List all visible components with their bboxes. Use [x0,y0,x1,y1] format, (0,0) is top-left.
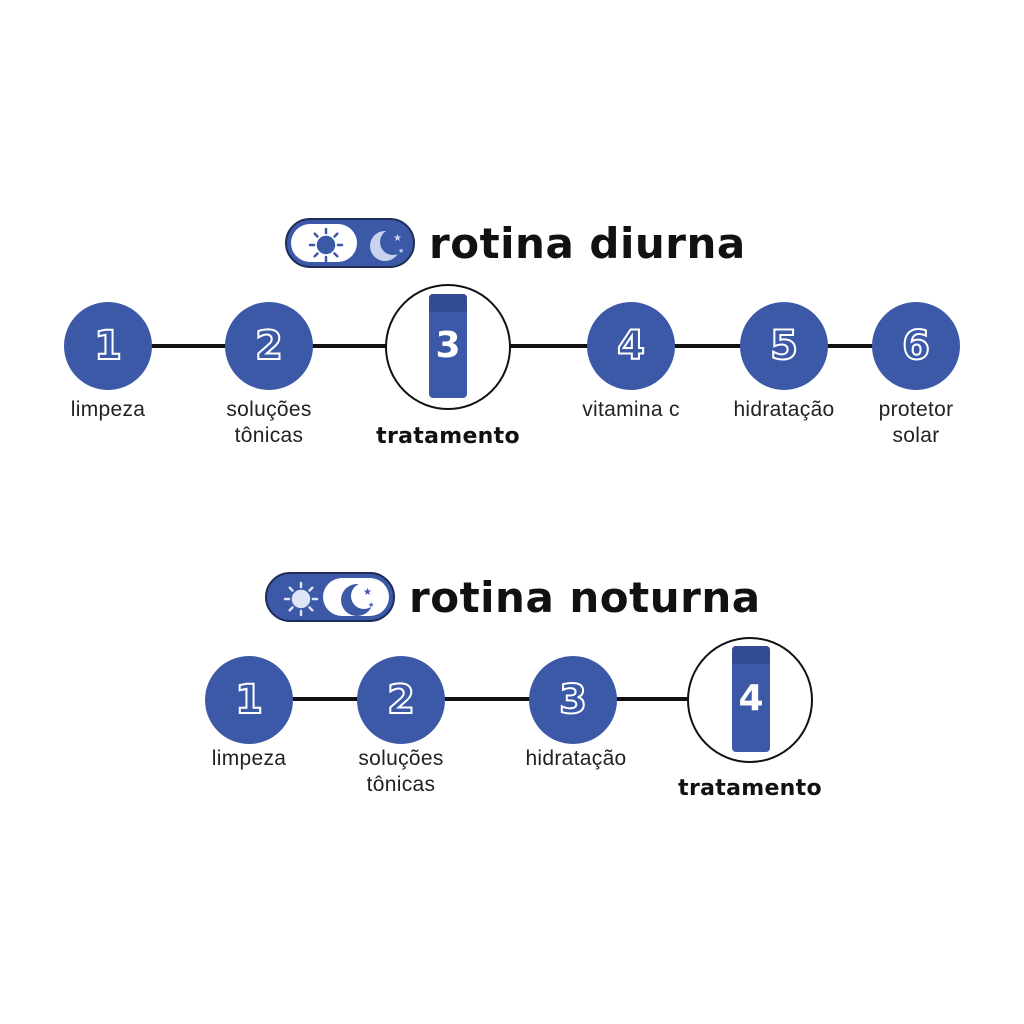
diurna-step-2: 2 [225,302,313,390]
label-line: solar [892,424,940,447]
step-number: 1 [234,677,264,723]
noturna-step-1: 1 [205,656,293,744]
diurna-step-1: 1 [64,302,152,390]
diurna-label-2: soluções tônicas [194,397,344,449]
label-line: tônicas [234,424,304,447]
bottle-cap [429,294,467,312]
diurna-title: rotina diurna [429,218,746,268]
day-night-toggle-night[interactable]: ★ ★ [265,572,395,622]
diurna-header: ★ ★ rotina diurna [285,218,746,268]
diurna-label-6: protetor solar [841,397,991,449]
svg-text:★: ★ [363,587,372,598]
step-number: 2 [386,677,416,723]
serum-bottle-icon: 3 [429,294,467,398]
diurna-label-4: vitamina c [556,397,706,423]
step-number: 6 [901,323,931,369]
label-line: hidratação [525,747,627,770]
step-number: 5 [769,323,799,369]
label-line: protetor [878,398,954,421]
diurna-step-5: 5 [740,302,828,390]
diurna-label-5: hidratação [709,397,859,423]
step-number: 2 [254,323,284,369]
noturna-label-4: tratamento [650,776,850,802]
diurna-timeline [108,344,916,348]
noturna-timeline [249,697,750,701]
diurna-step-6: 6 [872,302,960,390]
step-number: 3 [558,677,588,723]
step-number: 1 [93,323,123,369]
noturna-step-3: 3 [529,656,617,744]
bottle-cap [732,646,770,664]
label-line: tratamento [678,776,822,801]
noturna-label-3: hidratação [501,746,651,772]
label-line: limpeza [211,747,287,770]
sun-icon [308,227,344,263]
diurna-label-3: tratamento [348,424,548,450]
label-line: tônicas [366,773,436,796]
label-line: limpeza [70,398,146,421]
step-number: 4 [616,323,646,369]
sun-icon [283,581,319,617]
day-night-toggle-day[interactable]: ★ ★ [285,218,415,268]
svg-text:★: ★ [398,247,404,255]
svg-text:★: ★ [393,233,402,244]
label-line: hidratação [733,398,835,421]
noturna-label-2: soluções tônicas [326,746,476,798]
label-line: vitamina c [582,398,680,421]
diurna-step-4: 4 [587,302,675,390]
serum-bottle-icon: 4 [732,646,770,752]
label-line: tratamento [376,424,520,449]
noturna-header: ★ ★ rotina noturna [265,572,761,622]
moon-icon: ★ ★ [370,229,406,261]
label-line: soluções [358,747,444,770]
noturna-title: rotina noturna [409,572,761,622]
noturna-step-2: 2 [357,656,445,744]
label-line: soluções [226,398,312,421]
step-number: 3 [435,325,461,366]
step-number: 4 [738,678,764,719]
svg-text:★: ★ [368,601,374,609]
moon-icon: ★ ★ [341,583,377,616]
diurna-label-1: limpeza [33,397,183,423]
noturna-label-1: limpeza [174,746,324,772]
